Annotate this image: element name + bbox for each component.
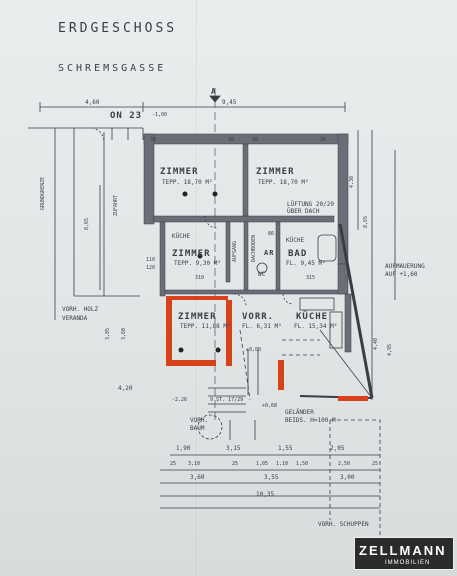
level-000: ±0,00 bbox=[246, 347, 262, 353]
note-ueber-dach: ÜBER DACH bbox=[287, 208, 320, 215]
section-arrow bbox=[209, 95, 221, 103]
dim-b-105: 1,05 bbox=[256, 461, 269, 467]
note-schuppen: VORH. SCHUPPEN bbox=[318, 521, 369, 528]
label-aufgang: AUFGANG bbox=[232, 240, 238, 262]
dim-b-1035: 10,35 bbox=[256, 491, 275, 498]
room-kueche-s-area: FL. 15,34 M² bbox=[294, 323, 338, 330]
note-lueftung: LÜFTUNG 20/20 bbox=[287, 201, 334, 208]
note-zufahrt: ZUFAHRT bbox=[113, 194, 119, 216]
dim-b-355: 3,55 bbox=[264, 474, 279, 481]
note-grundgrenze: GRUNDGRENZE bbox=[40, 176, 46, 210]
label-wc: WC bbox=[258, 271, 266, 278]
street-name: SCHREMSGASSE bbox=[58, 63, 167, 74]
dim-110: 110 bbox=[146, 257, 156, 263]
note-veranda-1: VORH. HOLZ bbox=[62, 306, 99, 313]
gate-swing bbox=[91, 127, 105, 143]
room-vorr: VORR. bbox=[242, 312, 275, 322]
room-zimmer-sw-area: TEPP. 11,88 M² bbox=[180, 323, 231, 330]
dim-b-315: 3,15 bbox=[226, 445, 241, 452]
room-zimmer-nw-area: TEPP. 18,70 M² bbox=[162, 179, 213, 186]
room-kueche-s: KÜCHE bbox=[296, 312, 329, 322]
brand-name: ZELLMANN bbox=[359, 543, 447, 558]
dim-minus: -1,00 bbox=[152, 112, 168, 118]
dim-30d: 30 bbox=[320, 137, 327, 143]
dim-b-250: 2,50 bbox=[338, 461, 351, 467]
room-zimmer-ne: ZIMMER bbox=[256, 167, 295, 177]
label-dachboden: DACHBODEN bbox=[251, 234, 257, 262]
dim-385: 3,85 bbox=[105, 327, 111, 340]
note-baum-2: BAUM bbox=[190, 425, 205, 432]
section-label: A bbox=[211, 87, 217, 96]
dim-315: 315 bbox=[306, 275, 316, 281]
dim-b-150: 1,50 bbox=[296, 461, 309, 467]
dim-r-440: 4,40 bbox=[373, 337, 379, 350]
dim-120: 120 bbox=[146, 265, 156, 271]
new-walls bbox=[166, 296, 368, 401]
dim-420: 4,20 bbox=[118, 385, 133, 392]
note-gelaender-1: GELÄNDER bbox=[285, 409, 314, 416]
note-baum-1: VORH. bbox=[190, 417, 209, 424]
dim-b-25c: 25 bbox=[372, 461, 379, 467]
label-ar: AR bbox=[264, 249, 275, 257]
note-veranda-2: VERANDA bbox=[62, 315, 88, 322]
dim-b-25b: 25 bbox=[232, 461, 239, 467]
room-zimmer-mid-area: TEPP. 9,30 M² bbox=[174, 260, 221, 267]
paper-fold bbox=[196, 0, 198, 576]
dim-r-495: 4,95 bbox=[387, 343, 393, 356]
room-zimmer-ne-area: TEPP. 18,70 M² bbox=[258, 179, 309, 186]
room-zimmer-mid: ZIMMER bbox=[172, 249, 211, 259]
room-vorr-area: FL. 6,31 M² bbox=[242, 323, 282, 330]
room-bad-area: FL. 9,45 M² bbox=[286, 260, 326, 267]
dim-top-left: 4,60 bbox=[85, 99, 100, 106]
dim-b-360: 3,60 bbox=[190, 474, 205, 481]
room-bad: BAD bbox=[288, 249, 308, 259]
dim-r-865: 8,65 bbox=[363, 215, 369, 228]
label-kueche-1: KÜCHE bbox=[172, 233, 191, 240]
note-gelaender-2: BEIDS. H=100 M bbox=[285, 417, 336, 424]
dim-b-190: 1,90 bbox=[176, 445, 191, 452]
dim-30b: 30 bbox=[228, 137, 235, 143]
dim-30a: 30 bbox=[150, 137, 157, 143]
walls bbox=[143, 133, 352, 353]
floor-title: ERDGESCHOSS bbox=[58, 21, 178, 36]
dim-86: 86 bbox=[268, 231, 275, 237]
room-zimmer-nw: ZIMMER bbox=[160, 167, 199, 177]
level-226: -2,26 bbox=[172, 397, 188, 403]
level-068: +0,68 bbox=[262, 403, 278, 409]
dim-r-430: 4,30 bbox=[349, 175, 355, 188]
dim-360: 3,60 bbox=[121, 327, 127, 340]
dim-b-300: 3,00 bbox=[340, 474, 355, 481]
dim-b-310: 3,10 bbox=[188, 461, 201, 467]
label-kueche-2: KÜCHE bbox=[286, 237, 305, 244]
dim-b-205: 2,05 bbox=[330, 445, 345, 452]
brand-sub: IMMOBILIEN bbox=[385, 560, 431, 566]
note-aufmauerung-val: AUF +1,60 bbox=[385, 271, 418, 278]
zellmann-logo: ZELLMANN IMMOBILIEN bbox=[354, 537, 454, 570]
dim-b-155: 1,55 bbox=[278, 445, 293, 452]
dim-b-25a: 25 bbox=[170, 461, 177, 467]
note-stufen: 9 ST. 17/29 bbox=[210, 397, 244, 403]
house-number: ON 23 bbox=[110, 111, 143, 121]
dim-top-right: 9,45 bbox=[222, 99, 237, 106]
room-zimmer-sw: ZIMMER bbox=[178, 312, 217, 322]
dim-310: 310 bbox=[195, 275, 205, 281]
dim-b-110: 1,10 bbox=[276, 461, 289, 467]
dim-30c: 30 bbox=[252, 137, 259, 143]
note-aufmauerung: AUFMAUERUNG bbox=[385, 263, 425, 270]
dim-l-865: 8,65 bbox=[84, 217, 90, 230]
